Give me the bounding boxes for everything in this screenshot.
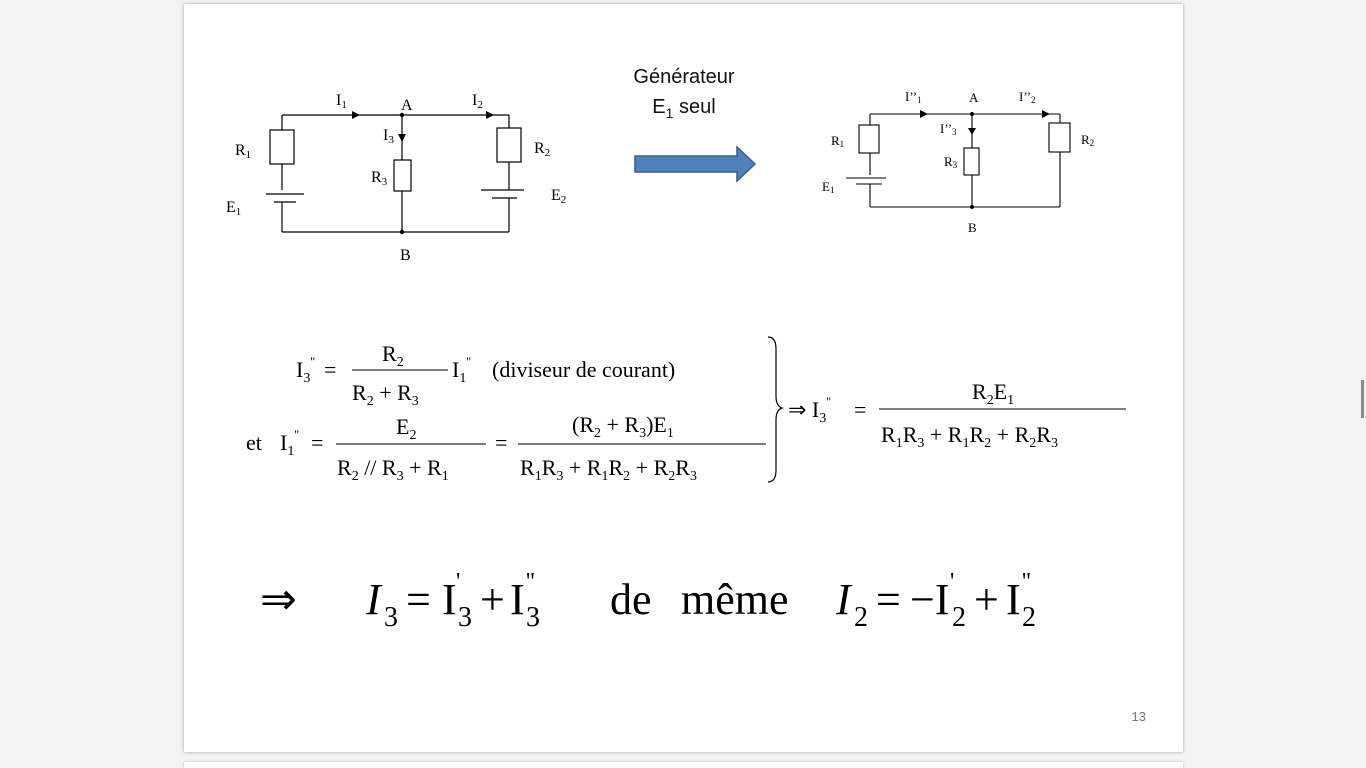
svg-text:=: = bbox=[406, 575, 431, 624]
equation-1-note: (diviseur de courant) bbox=[492, 357, 675, 382]
svg-text:E2: E2 bbox=[396, 414, 416, 443]
svg-text:+: + bbox=[480, 575, 505, 624]
svg-text:I1'': I1'' bbox=[452, 354, 471, 386]
svg-text:3: 3 bbox=[384, 602, 398, 633]
generator-caption: Générateur E1 seul bbox=[609, 62, 759, 128]
equation-block: I3'' = R2 R2 + R3 I1'' (diviseur de cour… bbox=[246, 336, 1126, 484]
generator-caption-line2: E1 seul bbox=[652, 96, 716, 121]
label-r1-right: R1 bbox=[831, 133, 844, 149]
equation-result: ⇒ I3'' = R2E1 R1R3 + R1R2 + R2R3 bbox=[788, 379, 1126, 451]
label-i1-right: I’’1 bbox=[905, 89, 922, 105]
svg-text:R1R3 + R1R2 + R2R3: R1R3 + R1R2 + R2R3 bbox=[881, 422, 1058, 451]
arrow-icon bbox=[634, 145, 757, 183]
final-de: de bbox=[610, 575, 652, 624]
svg-text:2: 2 bbox=[952, 602, 966, 633]
svg-text:2: 2 bbox=[854, 602, 868, 633]
slide-graphics: R1 E1 I1 A I2 I3 R3 R2 E2 B bbox=[226, 89, 1126, 633]
svg-text:R2: R2 bbox=[382, 341, 404, 370]
svg-text:R2 // R3 + R1: R2 // R3 + R1 bbox=[337, 455, 449, 484]
svg-text:': ' bbox=[456, 569, 460, 595]
svg-text:I3'': I3'' bbox=[296, 354, 315, 386]
label-node-b: B bbox=[400, 247, 411, 264]
label-e2: E2 bbox=[551, 187, 566, 206]
circuit-left-labels: R1 E1 I1 A I2 I3 R3 R2 E2 B bbox=[226, 92, 566, 264]
svg-text:(R2 + R3)E1: (R2 + R3)E1 bbox=[572, 412, 674, 441]
equation-2-prefix: et bbox=[246, 430, 262, 455]
label-node-a: A bbox=[401, 97, 413, 114]
svg-text:'': '' bbox=[1022, 569, 1031, 595]
equation-2: et I1'' = E2 R2 // R3 + R1 = (R2 + R3)E1… bbox=[246, 412, 766, 484]
svg-text:I: I bbox=[835, 575, 853, 624]
next-slide-edge bbox=[184, 762, 1183, 768]
scrollbar-thumb[interactable] bbox=[1361, 380, 1364, 418]
svg-text:R1R3 + R1R2 + R2R3: R1R3 + R1R2 + R2R3 bbox=[520, 455, 697, 484]
circuit-right bbox=[846, 113, 1071, 208]
label-i2: I2 bbox=[472, 92, 483, 111]
label-r2-right: R2 bbox=[1081, 132, 1094, 148]
label-i3: I3 bbox=[383, 127, 394, 146]
svg-text:': ' bbox=[950, 569, 954, 595]
svg-text:3: 3 bbox=[526, 602, 540, 633]
svg-text:I: I bbox=[442, 575, 457, 624]
label-node-a-right: A bbox=[969, 90, 979, 105]
final-meme: même bbox=[681, 575, 789, 624]
svg-text:'': '' bbox=[526, 569, 535, 595]
svg-text:=: = bbox=[876, 575, 901, 624]
circuit-right-labels: R1 E1 I’’1 A I’’2 I’’3 R3 R2 B bbox=[822, 89, 1094, 235]
svg-text:=: = bbox=[311, 430, 323, 455]
label-r2: R2 bbox=[534, 140, 550, 159]
svg-text:3: 3 bbox=[458, 602, 472, 633]
circuit-left bbox=[266, 114, 524, 233]
label-i1: I1 bbox=[336, 92, 347, 111]
svg-text:2: 2 bbox=[1022, 602, 1036, 633]
svg-text:I1'': I1'' bbox=[280, 427, 299, 459]
svg-text:R2 + R3: R2 + R3 bbox=[352, 380, 419, 409]
final-equation: ⇒ I 3 = I 3 ' + I 3 '' de même I 2 = −I … bbox=[260, 569, 1036, 633]
svg-text:=: = bbox=[495, 430, 507, 455]
label-node-b-right: B bbox=[968, 220, 977, 235]
svg-text:R2E1: R2E1 bbox=[972, 379, 1014, 408]
svg-text:=: = bbox=[324, 357, 336, 382]
svg-text:−I: −I bbox=[910, 575, 949, 624]
svg-text:⇒ I3'': ⇒ I3'' bbox=[788, 394, 831, 426]
label-i3-right: I’’3 bbox=[940, 121, 957, 137]
slide: Générateur E1 seul bbox=[184, 4, 1183, 752]
label-r3: R3 bbox=[371, 169, 388, 188]
label-e1-right: E1 bbox=[822, 179, 834, 195]
label-r1: R1 bbox=[235, 142, 251, 161]
svg-text:+: + bbox=[974, 575, 999, 624]
equation-1: I3'' = R2 R2 + R3 I1'' (diviseur de cour… bbox=[296, 341, 675, 409]
label-r3-right: R3 bbox=[944, 154, 958, 170]
brace bbox=[767, 336, 784, 483]
generator-caption-line1: Générateur bbox=[633, 66, 735, 88]
circuit-right-arrows bbox=[920, 110, 1050, 209]
label-e1: E1 bbox=[226, 199, 241, 218]
svg-text:=: = bbox=[854, 397, 866, 422]
label-i2-right: I’’2 bbox=[1019, 89, 1036, 105]
svg-text:I: I bbox=[510, 575, 525, 624]
page-number: 13 bbox=[1131, 709, 1146, 724]
svg-text:I: I bbox=[1006, 575, 1021, 624]
svg-text:I: I bbox=[365, 575, 383, 624]
circuit-left-arrows bbox=[352, 111, 494, 235]
svg-text:⇒: ⇒ bbox=[260, 575, 297, 624]
